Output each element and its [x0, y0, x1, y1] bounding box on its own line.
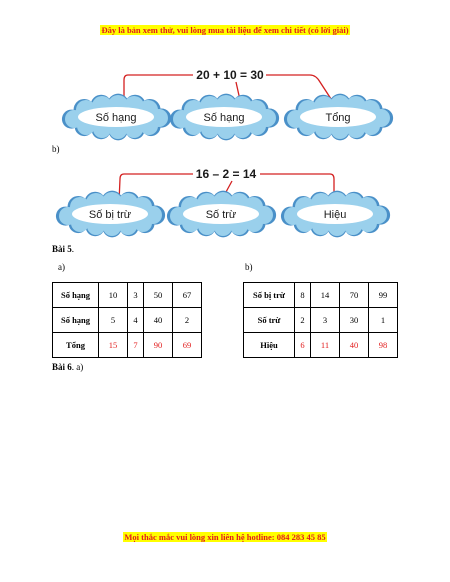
- row-label: Hiệu: [243, 332, 295, 358]
- answer-cell: 90: [143, 332, 173, 358]
- preview-notice: Đây là bản xem thử, vui lòng mua tài liệ…: [0, 25, 450, 35]
- addition-table: Số hạng 10 3 50 67 Số hạng 5 4 40 2 Tổng…: [52, 282, 203, 358]
- equation-text: 16 – 2 = 14: [196, 167, 257, 181]
- answer-cell: 11: [310, 332, 340, 358]
- answer-cell: 69: [171, 332, 203, 358]
- row-label: Số hạng: [52, 307, 99, 333]
- connector-line: [118, 173, 193, 203]
- table-cell: 1: [367, 307, 399, 333]
- answer-cell: 98: [367, 332, 399, 358]
- hotline-notice: Mọi thắc mắc vui lòng xin liên hệ hotlin…: [0, 532, 450, 542]
- row-label: Số bị trừ: [243, 282, 295, 308]
- table-cell: 70: [339, 282, 369, 308]
- table-row: Tổng 15 7 90 69: [52, 332, 203, 358]
- cloud-minuend: Số bị trừ: [55, 190, 166, 238]
- cloud-label: Số trừ: [206, 209, 237, 221]
- table-cell: 14: [310, 282, 340, 308]
- cloud-label: Hiệu: [324, 209, 347, 221]
- table-cell: 50: [143, 282, 173, 308]
- connector-line: [123, 74, 193, 103]
- table-cell: 67: [171, 282, 203, 308]
- addition-diagram: 20 + 10 = 30 Số hạng Số hạng Tổng: [61, 68, 394, 141]
- exercise-6-title: Bài 6: [52, 362, 72, 372]
- table-row: Số hạng 5 4 40 2: [52, 307, 203, 333]
- answer-cell: 7: [126, 332, 145, 358]
- exercise-5-title: Bài 5: [52, 244, 72, 254]
- exercise-5-part-a: a): [58, 262, 65, 272]
- table-cell: 3: [126, 282, 145, 308]
- row-label: Số hạng: [52, 282, 99, 308]
- exercise-5-dot: .: [71, 244, 75, 254]
- exercise-6-heading: Bài 6. a): [52, 362, 83, 372]
- row-label: Tổng: [52, 332, 99, 358]
- connector-line: [266, 74, 334, 103]
- cloud-sum: Tổng: [283, 93, 394, 141]
- table-cell: 2: [293, 307, 312, 333]
- preview-notice-text: Đây là bản xem thử, vui lòng mua tài liệ…: [100, 25, 350, 35]
- table-cell: 5: [98, 307, 128, 333]
- subtraction-table: Số bị trừ 8 14 70 99 Số trừ 2 3 30 1 Hiệ…: [243, 282, 399, 358]
- exercise-5-part-b: b): [245, 262, 253, 272]
- table-row: Số trừ 2 3 30 1: [243, 307, 399, 333]
- table-cell: 2: [171, 307, 203, 333]
- cloud-label: Số hạng: [204, 112, 245, 124]
- table-cell: 8: [293, 282, 312, 308]
- connector-line: [260, 173, 335, 202]
- label-b: b): [52, 144, 60, 154]
- table-row: Số bị trừ 8 14 70 99: [243, 282, 399, 308]
- cloud-label: Số hạng: [96, 112, 137, 124]
- cloud-difference: Hiệu: [280, 190, 391, 238]
- table-row: Số hạng 10 3 50 67: [52, 282, 203, 308]
- cloud-subtrahend: Số trừ: [166, 190, 277, 238]
- table-cell: 30: [339, 307, 369, 333]
- cloud-label: Tổng: [325, 112, 350, 124]
- cloud-label: Số bị trừ: [89, 209, 132, 221]
- exercise-5-heading: Bài 5.: [52, 244, 74, 254]
- table-row: Hiệu 6 11 40 98: [243, 332, 399, 358]
- answer-cell: 15: [98, 332, 128, 358]
- answer-cell: 6: [293, 332, 312, 358]
- cloud-term-2: Số hạng: [169, 93, 280, 141]
- table-cell: 3: [310, 307, 340, 333]
- cloud-term-1: Số hạng: [61, 93, 172, 141]
- table-cell: 99: [367, 282, 399, 308]
- hotline-notice-text: Mọi thắc mắc vui lòng xin liên hệ hotlin…: [123, 532, 327, 542]
- equation-text: 20 + 10 = 30: [196, 68, 264, 82]
- subtraction-diagram: 16 – 2 = 14 Số bị trừ Số trừ Hiệu: [55, 167, 391, 238]
- table-cell: 40: [143, 307, 173, 333]
- row-label: Số trừ: [243, 307, 295, 333]
- exercise-6-part-a: . a): [71, 362, 84, 372]
- table-cell: 10: [98, 282, 128, 308]
- answer-cell: 40: [339, 332, 369, 358]
- table-cell: 4: [126, 307, 145, 333]
